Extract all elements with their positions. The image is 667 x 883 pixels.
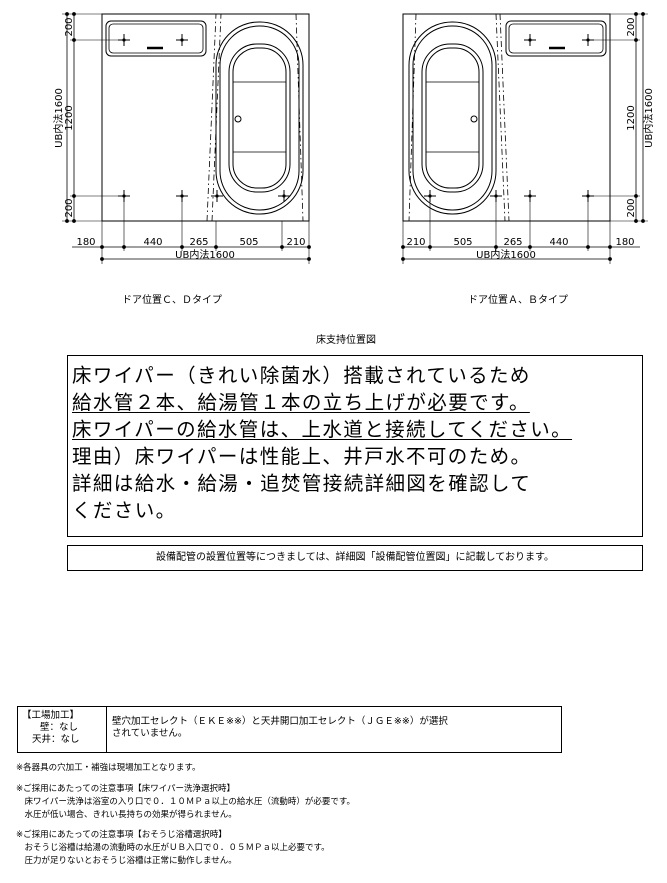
note-line-2: ※ご採用にあたっての注意事項【床ワイパー洗浄選択時】: [16, 784, 236, 794]
notice-box: 床ワイパー（きれい除菌水）搭載されているため 給水管２本、給湯管１本の立ち上げが…: [67, 355, 643, 537]
right-v-part-1: 200: [626, 17, 637, 36]
right-h-part-4: 440: [549, 237, 568, 248]
left-h-total-label: UB内法1600: [175, 248, 235, 261]
left-v-part-3: 200: [64, 198, 75, 217]
reference-note: 設備配管の設置位置等につきましては、詳細図「設備配管位置図」に記載しております。: [67, 545, 643, 571]
factory-processing-labels: 【工場加工】 壁：なし 天井：なし: [18, 707, 107, 752]
notice-line-2: 給水管２本、給湯管１本の立ち上げが必要です。: [72, 391, 530, 414]
right-h-part-3: 265: [503, 237, 522, 248]
notice-line-1: 床ワイパー（きれい除菌水）搭載されているため: [72, 364, 531, 387]
right-dashed-lines: [408, 13, 510, 222]
left-v-part-1: 200: [64, 17, 75, 36]
right-h-total-label: UB内法1600: [476, 248, 536, 261]
right-v-part-2: 1200: [626, 105, 637, 130]
left-horizontal-dimensions: [72, 200, 311, 264]
left-floor-plan: UB内法1600 200 1200 200 180 440 265 505 21…: [52, 12, 311, 264]
factory-description: 壁穴加工セレクト（ＥＫＥ※※）と天井開口加工セレクト（ＪＧＥ※※）が選択 されて…: [112, 716, 552, 740]
right-v-part-3: 200: [626, 198, 637, 217]
left-h-part-1: 180: [76, 237, 95, 248]
right-h-part-2: 505: [453, 237, 472, 248]
left-counter-shelf: [105, 20, 207, 57]
notice-line-5: 詳細は給水・給湯・追焚管接続詳細図を確認して: [72, 472, 532, 495]
left-h-part-2: 440: [143, 237, 162, 248]
left-support-points: [117, 33, 291, 203]
left-h-part-4: 505: [239, 237, 258, 248]
note-line-1: ※各器具の穴加工・補強は現場加工となります。: [16, 763, 201, 773]
note-line-6: おそうじ浴槽は給湯の流動時の水圧がＵＢ入口で０．０５ＭＰａ以上必要です。: [16, 843, 330, 853]
left-h-part-5: 210: [286, 237, 305, 248]
right-vertical-dimensions: [588, 12, 648, 223]
diagram-title: 床支持位置図: [316, 335, 376, 346]
notice-line-6: ください。: [72, 499, 177, 522]
right-bathtub: [408, 21, 497, 215]
right-h-part-1: 210: [406, 237, 425, 248]
factory-desc-line-2: されていません。: [112, 728, 188, 739]
left-vertical-dimensions: [62, 12, 124, 223]
note-line-3: 床ワイパー洗浄は浴室の入り口で０．１０ＭＰａ以上の給水圧（流動時）が必要です。: [16, 797, 355, 807]
factory-desc-line-1: 壁穴加工セレクト（ＥＫＥ※※）と天井開口加工セレクト（ＪＧＥ※※）が選択: [112, 716, 448, 727]
note-line-7: 圧力が足りないとおそうじ浴槽は正常に動作しません。: [16, 856, 237, 866]
right-caption: ドア位置Ａ、Ｂタイプ: [468, 295, 568, 306]
left-caption: ドア位置Ｃ、Ｄタイプ: [122, 295, 222, 306]
right-room-outline: [402, 13, 611, 222]
right-h-part-5: 180: [615, 237, 634, 248]
right-horizontal-dimensions: [401, 200, 640, 264]
left-room-outline: [101, 13, 310, 222]
right-support-points: [423, 33, 595, 203]
left-v-part-2: 1200: [64, 105, 75, 130]
right-floor-plan: 200 1200 200 UB内法1600 210 505 265 440 18…: [401, 12, 655, 264]
left-dashed-lines: [206, 13, 304, 222]
right-v-total-label: UB内法1600: [642, 88, 655, 148]
factory-ceiling: 天井：なし: [32, 734, 80, 745]
left-bathtub: [215, 21, 304, 215]
floor-support-drawings: UB内法1600 200 1200 200 180 440 265 505 21…: [52, 12, 655, 264]
factory-heading: 【工場加工】: [22, 710, 80, 721]
factory-wall: 壁：なし: [40, 722, 79, 733]
notice-line-4: 理由）床ワイパーは性能上、井戸水不可のため。: [72, 445, 532, 468]
note-line-4: 水圧が低い場合、きれい長持ちの効果が得られません。: [16, 810, 237, 820]
left-v-total-label: UB内法1600: [52, 88, 65, 148]
right-counter-shelf: [505, 20, 607, 57]
factory-processing-box: 【工場加工】 壁：なし 天井：なし 壁穴加工セレクト（ＥＫＥ※※）と天井開口加工…: [17, 706, 562, 753]
notice-line-3: 床ワイパーの給水管は、上水道と接続してください。: [72, 418, 573, 441]
left-h-part-3: 265: [189, 237, 208, 248]
note-line-5: ※ご採用にあたっての注意事項【おそうじ浴槽選択時】: [16, 830, 227, 840]
